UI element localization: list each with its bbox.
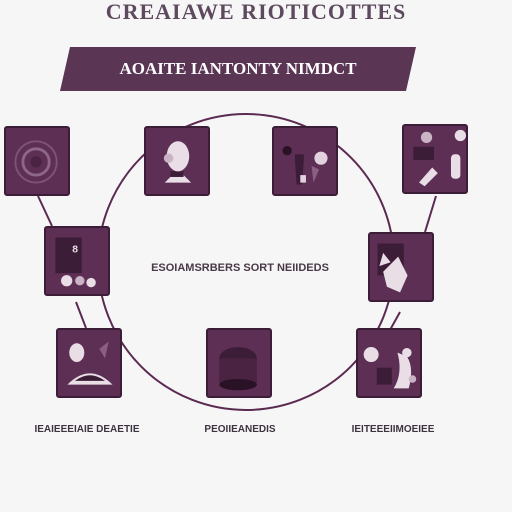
figure-icon: [163, 141, 192, 183]
subtitle-banner: AOAITE IANTONTY NIMDCT: [60, 47, 416, 91]
tile-hands: [368, 232, 434, 302]
banner-text: AOAITE IANTONTY NIMDCT: [119, 59, 357, 78]
hands-icon: [377, 243, 408, 293]
caption-left: IEAIEEEIAIE DEAETIE: [34, 424, 140, 435]
target-icon: [14, 140, 58, 184]
connector-line-right-bottom: [389, 311, 401, 331]
chart-icon: 8: [55, 237, 96, 288]
tile-figure: [144, 126, 210, 196]
tile-objects: [402, 124, 468, 194]
central-label: ESOIAMSRBERS SORT NEIIDEDS: [151, 262, 329, 274]
tile-people: [356, 328, 422, 398]
connector-line-right-top: [424, 195, 437, 233]
people-icon: [363, 347, 417, 389]
tile-box: [206, 328, 272, 398]
tile-chart: 8: [44, 226, 110, 296]
svg-text:8: 8: [72, 245, 78, 256]
tile-tools: [272, 126, 338, 196]
objects-icon: [413, 129, 466, 187]
connector-line-left-bottom: [75, 301, 87, 329]
connector-line-left-top: [37, 195, 53, 227]
scene-icon: [67, 341, 113, 385]
page-title: CREAIAWE RIOTICOTTES: [105, 0, 407, 24]
box-icon: [219, 347, 257, 391]
caption-middle: PEOIIEANEDIS: [204, 424, 276, 435]
tools-icon: [282, 145, 328, 185]
caption-right: IEITEEEIIMOEIEE: [351, 424, 435, 435]
tile-target: [4, 126, 70, 196]
tile-scene: [56, 328, 122, 398]
